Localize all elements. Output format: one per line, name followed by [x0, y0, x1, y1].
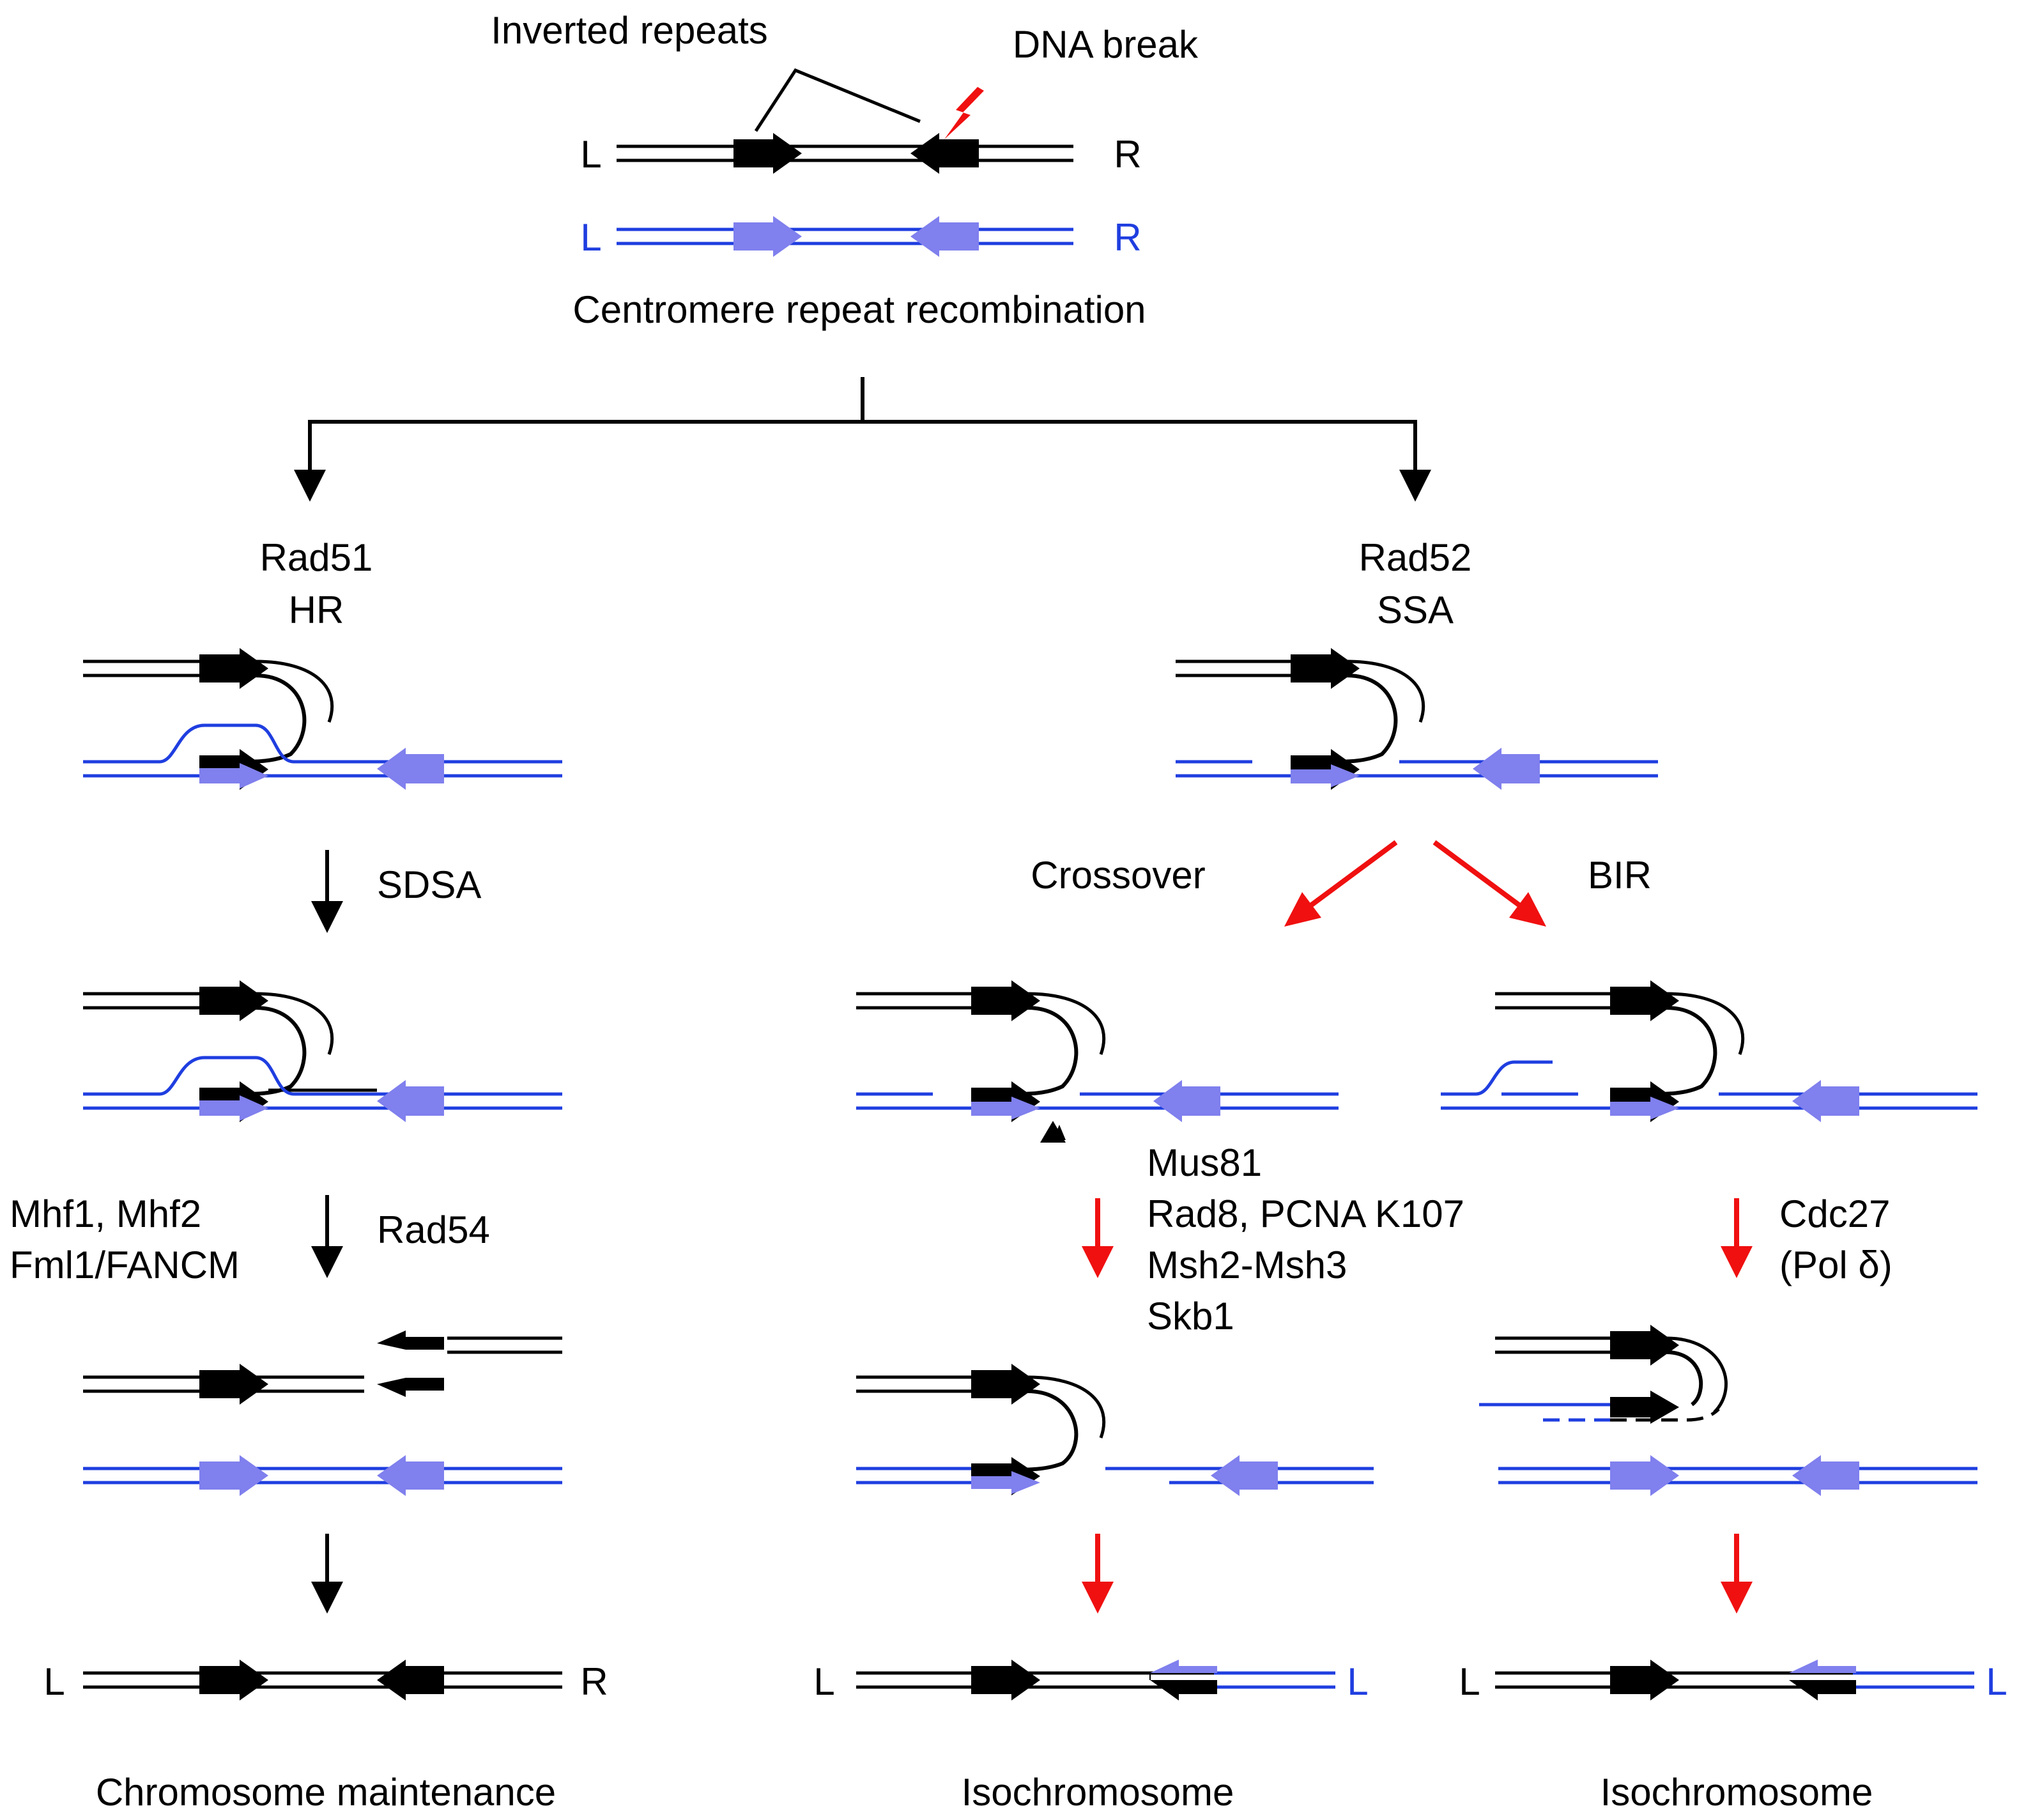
top-black-left-label: L: [580, 133, 601, 176]
isochromosome-crossover-left-label: L: [813, 1660, 834, 1703]
mhf-label: Mhf1, Mhf2: [10, 1192, 201, 1235]
top-chromosome-blue: [617, 216, 1073, 257]
isochromosome-bir-left-label: L: [1459, 1660, 1480, 1703]
crossover-structure: [856, 980, 1339, 1143]
pol-delta-label: (Pol δ): [1779, 1244, 1892, 1286]
inverted-repeats-pointer: [754, 68, 921, 132]
hr-label: HR: [289, 589, 344, 631]
crossover-label: Crossover: [1031, 854, 1205, 897]
crossover-resolved-structure: [856, 1364, 1374, 1496]
dna-break-icon: [944, 87, 984, 139]
top-blue-right-label: R: [1114, 216, 1141, 259]
top-black-right-label: R: [1114, 133, 1141, 176]
isochromosome-crossover-outcome: Isochromosome: [962, 1771, 1234, 1814]
hr-extension-structure: [83, 980, 562, 1122]
arrow-to-rad51: [294, 470, 326, 502]
ssa-split-arrows: [1284, 840, 1546, 927]
isochromosome-bir-outcome: Isochromosome: [1601, 1771, 1873, 1814]
maintenance-right-label: R: [580, 1660, 608, 1703]
isochromosome-crossover-right-label: L: [1347, 1660, 1368, 1703]
mus81-label: Mus81: [1147, 1141, 1262, 1184]
rad8-label: Rad8, PCNA K107: [1147, 1192, 1464, 1235]
rad51-label: Rad51: [260, 536, 373, 579]
hr-annealing-structure: [83, 1330, 562, 1496]
hr-invasion-structure: [83, 648, 562, 790]
top-chromosome-black: [617, 133, 1073, 174]
top-blue-left-label: L: [580, 216, 601, 259]
isochromosome-bir-right-label: L: [1986, 1660, 2007, 1703]
bir-structure: [1441, 980, 1977, 1122]
sdsa-label: SDSA: [377, 863, 481, 906]
repeat-arrow-right: [733, 133, 802, 174]
branch-split: [294, 377, 1431, 502]
header-group: Inverted repeats DNA break L R L R Centr…: [491, 9, 1199, 331]
isochromosome-bir-chromosome: [1495, 1660, 1974, 1700]
inverted-repeats-label: Inverted repeats: [491, 9, 768, 52]
maintenance-outcome: Chromosome maintenance: [96, 1771, 556, 1814]
fml1-label: Fml1/FANCM: [10, 1244, 240, 1286]
repeat-arrow-left-blue: [910, 216, 979, 257]
isochromosome-crossover-chromosome: [856, 1660, 1335, 1700]
maintenance-left-label: L: [43, 1660, 65, 1703]
dna-break-label: DNA break: [1013, 23, 1199, 66]
rad54-label: Rad54: [377, 1208, 490, 1251]
arrow-to-rad52: [1399, 470, 1431, 502]
cdc27-label: Cdc27: [1779, 1192, 1890, 1235]
skb1-label: Skb1: [1147, 1295, 1234, 1338]
bir-label: BIR: [1588, 854, 1652, 897]
rad52-label: Rad52: [1359, 536, 1472, 579]
repeat-arrow-right-blue: [733, 216, 802, 257]
ssa-label: SSA: [1377, 589, 1454, 631]
page-title: Centromere repeat recombination: [572, 288, 1146, 331]
ssa-structure: [1176, 648, 1658, 790]
repeat-arrow-left: [910, 133, 979, 174]
msh-label: Msh2-Msh3: [1147, 1244, 1347, 1286]
maintenance-chromosome: [83, 1660, 562, 1700]
bir-synthesis-structure: [1479, 1325, 1977, 1496]
